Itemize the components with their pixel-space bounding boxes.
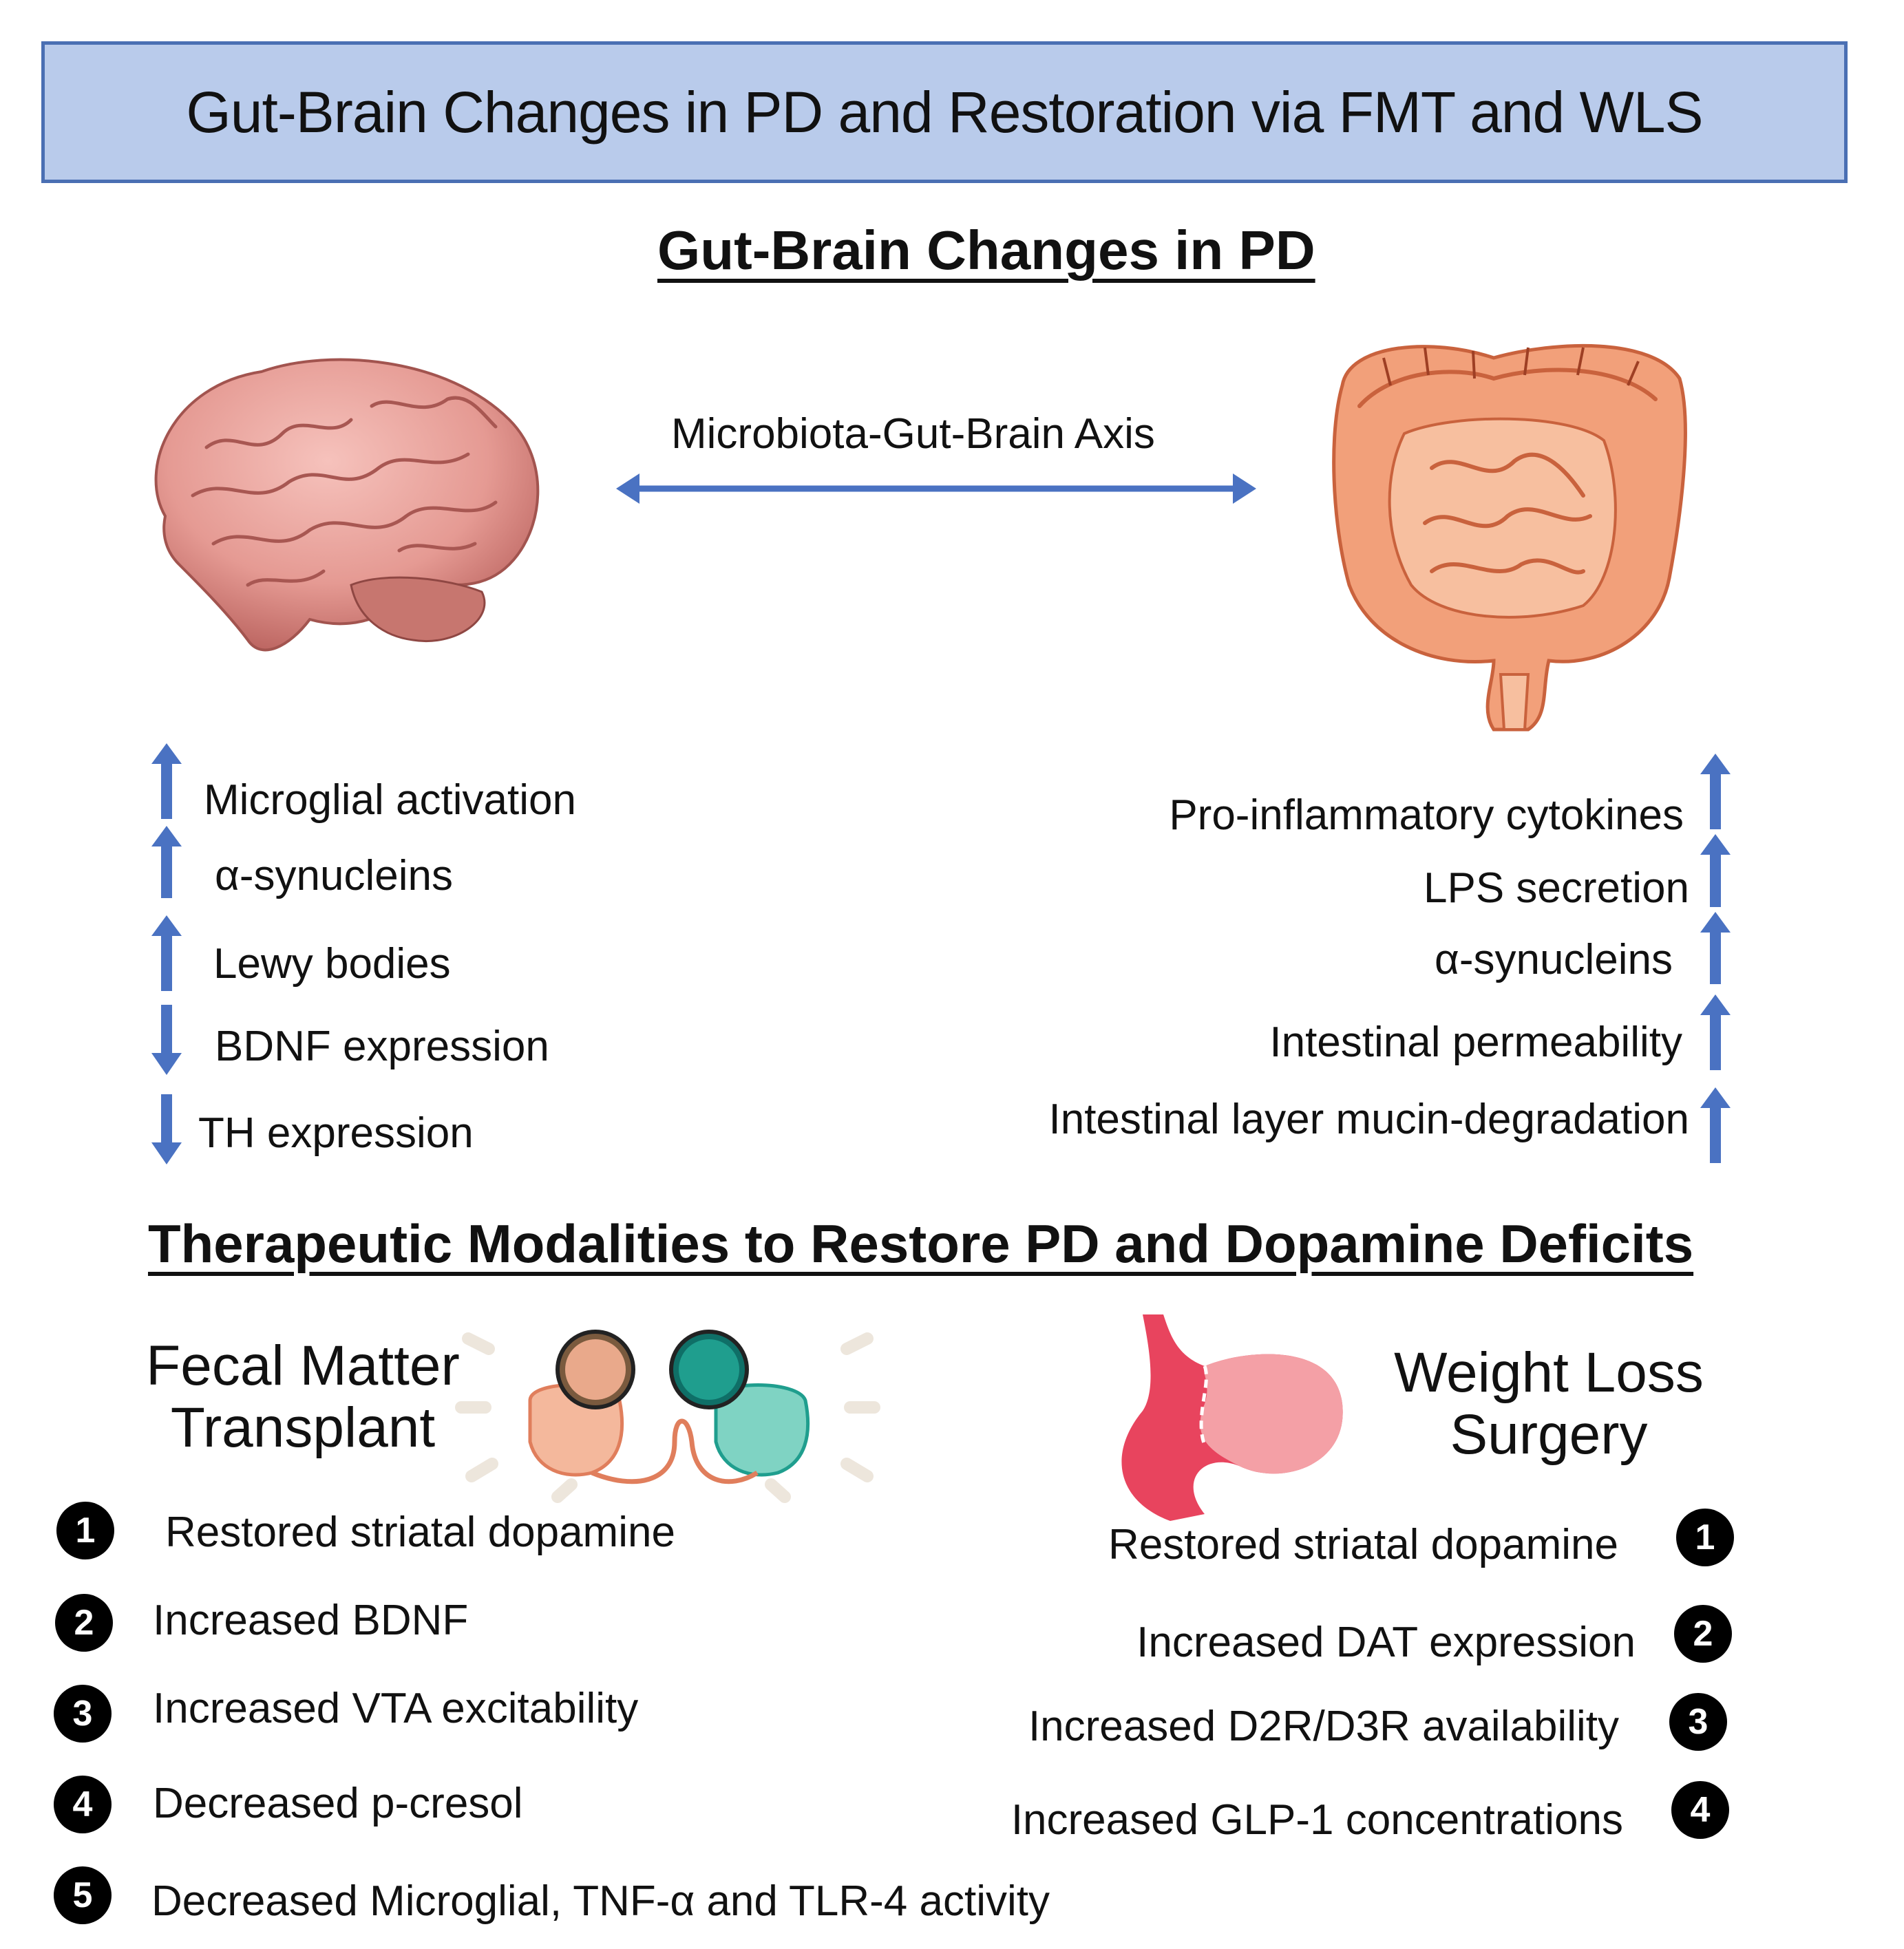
axis-label: Microbiota-Gut-Brain Axis — [671, 410, 1155, 458]
brain-marker-label: TH expression — [198, 1109, 474, 1157]
fmt-item-text: Decreased Microglial, TNF-α and TLR-4 ac… — [151, 1877, 1050, 1925]
fmt-item-badge: 1 — [56, 1502, 114, 1559]
fmt-item-text: Increased BDNF — [153, 1597, 469, 1644]
down-arrow-icon — [151, 1094, 182, 1164]
section1-heading: Gut-Brain Changes in PD — [657, 220, 1315, 281]
fmt-title: Fecal Matter Transplant — [131, 1334, 475, 1460]
stomach-icon — [1121, 1314, 1343, 1521]
gut-marker-label: Intestinal permeability — [1269, 1019, 1682, 1066]
brain-marker-label: BDNF expression — [215, 1023, 549, 1070]
gut-marker-label: α-synucleins — [1435, 936, 1673, 983]
wls-title: Weight Loss Surgery — [1370, 1341, 1728, 1467]
wls-title-line2: Surgery — [1450, 1403, 1648, 1467]
title-banner: Gut-Brain Changes in PD and Restoration … — [41, 41, 1848, 183]
down-arrow-icon — [151, 1005, 182, 1075]
fmt-item-text: Decreased p-cresol — [153, 1780, 523, 1827]
fmt-item-badge: 5 — [54, 1866, 112, 1924]
wls-title-line1: Weight Loss — [1394, 1341, 1704, 1404]
fmt-item-badge: 4 — [54, 1776, 112, 1833]
page-title: Gut-Brain Changes in PD and Restoration … — [186, 79, 1703, 145]
up-arrow-icon — [1700, 994, 1731, 1070]
fmt-illustration-icon — [455, 1330, 880, 1503]
up-arrow-icon — [1700, 754, 1731, 829]
wls-item-badge: 1 — [1676, 1509, 1734, 1566]
gut-marker-label: Pro-inflammatory cytokines — [1169, 791, 1684, 839]
fmt-item-badge: 2 — [55, 1594, 113, 1652]
wls-item-text: Restored striatal dopamine — [1108, 1521, 1618, 1568]
wls-item-badge: 2 — [1674, 1605, 1732, 1663]
brain-marker-label: Lewy bodies — [213, 940, 451, 988]
up-arrow-icon — [1700, 834, 1731, 907]
up-arrow-icon — [151, 743, 182, 819]
fmt-title-line2: Transplant — [170, 1396, 436, 1460]
brain-icon — [154, 358, 540, 652]
wls-item-badge: 4 — [1671, 1781, 1729, 1839]
up-arrow-icon — [151, 915, 182, 991]
up-arrow-icon — [151, 826, 182, 898]
wls-item-badge: 3 — [1669, 1693, 1727, 1751]
wls-item-text: Increased GLP-1 concentrations — [1011, 1796, 1623, 1844]
double-arrow-icon — [616, 473, 1256, 504]
gut-marker-label: Intestinal layer mucin-degradation — [1048, 1096, 1689, 1143]
fmt-title-line1: Fecal Matter — [146, 1334, 460, 1397]
fmt-item-badge: 3 — [54, 1685, 112, 1743]
brain-marker-label: Microglial activation — [204, 776, 576, 824]
wls-item-text: Increased DAT expression — [1136, 1619, 1636, 1666]
fmt-item-text: Restored striatal dopamine — [165, 1509, 675, 1556]
gut-marker-label: LPS secretion — [1424, 864, 1689, 912]
fmt-item-text: Increased VTA excitability — [153, 1685, 639, 1732]
section2-heading: Therapeutic Modalities to Restore PD and… — [148, 1213, 1694, 1274]
up-arrow-icon — [1700, 1087, 1731, 1163]
wls-item-text: Increased D2R/D3R availability — [1028, 1703, 1619, 1750]
up-arrow-icon — [1700, 912, 1731, 984]
intestine-icon — [1332, 343, 1687, 732]
brain-marker-label: α-synucleins — [215, 852, 453, 899]
